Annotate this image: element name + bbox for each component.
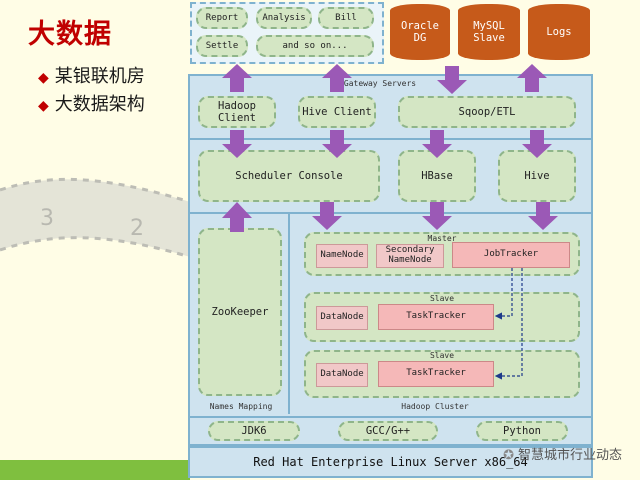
watermark: ✪智慧城市行业动态: [503, 444, 622, 463]
namenode-box: NameNode: [316, 244, 368, 268]
divider: [190, 212, 591, 214]
secondary-namenode-box: Secondary NameNode: [376, 244, 444, 268]
source-mysql-slave: MySQL Slave: [458, 4, 520, 60]
wechat-icon: ✪: [503, 448, 514, 463]
source-label: Logs: [546, 25, 572, 38]
gcc-box: GCC/G++: [338, 421, 438, 441]
tasktracker-box: TaskTracker: [378, 361, 494, 387]
app-settle: Settle: [196, 35, 248, 57]
hadoop-cluster-label: Hadoop Cluster: [401, 402, 469, 411]
python-box: Python: [476, 421, 568, 441]
names-mapping-label: Names Mapping: [209, 402, 273, 411]
source-label: MySQL Slave: [473, 19, 505, 44]
tasktracker-box: TaskTracker: [378, 304, 494, 330]
hbase-box: HBase: [398, 150, 476, 202]
scheduler-console-box: Scheduler Console: [198, 150, 380, 202]
jdk6-box: JDK6: [208, 421, 300, 441]
source-logs: Logs: [528, 4, 590, 60]
datanode-box: DataNode: [316, 306, 368, 330]
master-label: Master: [427, 234, 457, 243]
hive-box: Hive: [498, 150, 576, 202]
app-analysis: Analysis: [256, 7, 312, 29]
bullet-item: ◆ 某银联机房: [38, 62, 145, 88]
source-label: Oracle DG: [401, 19, 439, 44]
page-title: 大数据: [28, 19, 112, 50]
hadoop-client-box: Hadoop Client: [198, 96, 276, 128]
datanode-box: DataNode: [316, 363, 368, 387]
app-more: and so on...: [256, 35, 374, 57]
svg-text:2: 2: [130, 216, 144, 241]
green-bar-decoration: [0, 460, 190, 480]
source-oracle-dg: Oracle DG: [390, 4, 450, 60]
diamond-bullet-icon: ◆: [38, 70, 49, 86]
film-strip-decoration: 3 2: [0, 177, 200, 262]
app-bill: Bill: [318, 7, 374, 29]
divider: [288, 214, 290, 414]
bullet-text: 某银联机房: [54, 66, 145, 87]
sqoop-etl-box: Sqoop/ETL: [398, 96, 576, 128]
gateway-servers-label: Gateway Servers: [343, 79, 417, 88]
os-bar: Red Hat Enterprise Linux Server x86_64: [188, 446, 593, 478]
bullet-item: ◆ 大数据架构: [38, 90, 145, 116]
bullet-text: 大数据架构: [54, 94, 145, 115]
slave-label: Slave: [429, 351, 455, 360]
hive-client-box: Hive Client: [298, 96, 376, 128]
svg-text:3: 3: [40, 206, 54, 231]
divider: [190, 138, 591, 140]
slave-label: Slave: [429, 294, 455, 303]
zookeeper-box: ZooKeeper: [198, 228, 282, 396]
app-report: Report: [196, 7, 248, 29]
watermark-text: 智慧城市行业动态: [517, 448, 622, 463]
diamond-bullet-icon: ◆: [38, 98, 49, 114]
jobtracker-box: JobTracker: [452, 242, 570, 268]
